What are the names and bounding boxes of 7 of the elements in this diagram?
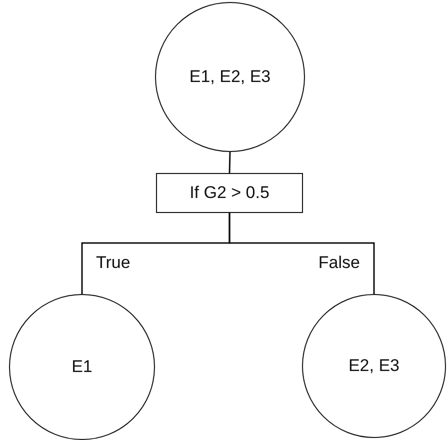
condition-box [156,173,303,213]
connector-line [228,213,375,294]
node-label: If G2 > 0.5 [190,183,270,203]
connector-line [228,152,231,174]
node-label: E1 [72,357,92,377]
node-label: E1, E2, E3 [189,67,271,87]
node-label: E2, E3 [348,356,400,376]
